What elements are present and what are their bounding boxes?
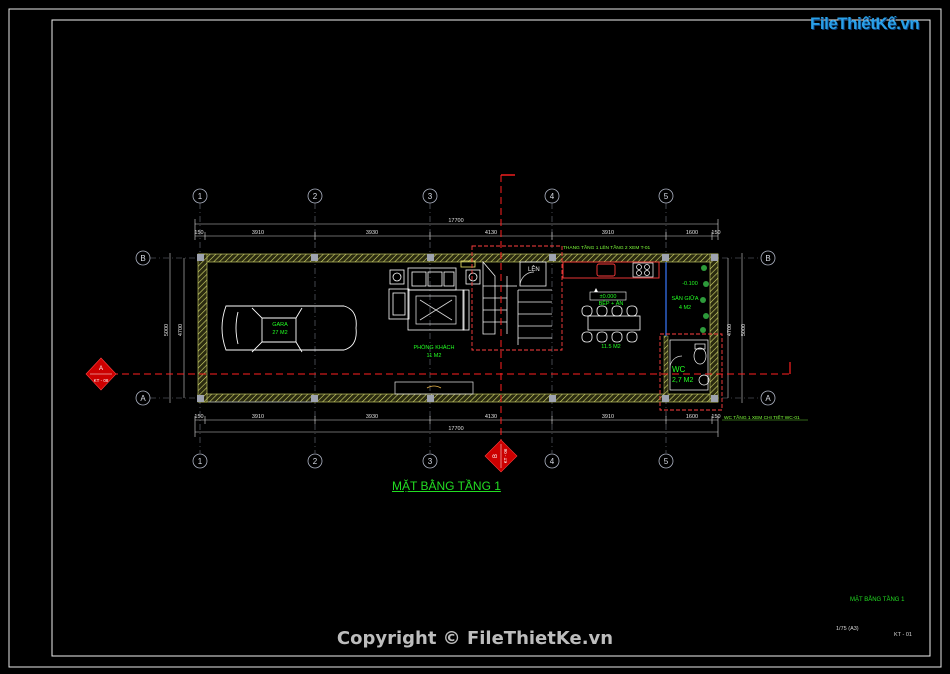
filethietke-logo: FileThiếtKế.vn bbox=[810, 12, 920, 42]
room-dining-name: BẾP + ĂN bbox=[599, 300, 624, 307]
grid-lines bbox=[150, 203, 760, 453]
kitchen-counter bbox=[562, 261, 660, 279]
grid-label-5-top: 5 bbox=[664, 192, 669, 201]
dining-table bbox=[581, 305, 641, 343]
car-icon bbox=[221, 305, 357, 353]
tv-cabinet bbox=[460, 260, 476, 268]
grid-label-3-top: 3 bbox=[428, 192, 433, 201]
level-marker-icon bbox=[594, 288, 598, 292]
dim-top-0: 150 bbox=[194, 230, 203, 236]
grid-label-2-bottom: 2 bbox=[313, 457, 318, 466]
grid-label-b-right: B bbox=[765, 254, 770, 263]
dim-top-1: 3910 bbox=[252, 230, 264, 236]
dim-left-outer: 5000 bbox=[164, 324, 170, 336]
level-tag bbox=[589, 291, 627, 301]
room-dining-area: 11.5 M2 bbox=[601, 344, 620, 350]
ornament-icon bbox=[426, 385, 442, 389]
dim-bottom-3: 4130 bbox=[485, 414, 497, 420]
grid-bubbles bbox=[135, 188, 776, 469]
titleblock-sheet: KT - 01 bbox=[894, 632, 912, 638]
logo-text: FileThiếtKế.vn bbox=[810, 14, 920, 33]
grid-label-3-bottom: 3 bbox=[428, 457, 433, 466]
grid-label-4-bottom: 4 bbox=[550, 457, 555, 466]
dim-top-4: 3910 bbox=[602, 230, 614, 236]
dim-top-6: 150 bbox=[711, 230, 720, 236]
section-a-letter: A bbox=[99, 366, 103, 372]
dim-left-inner: 4700 bbox=[178, 324, 184, 336]
grid-label-4-top: 4 bbox=[550, 192, 555, 201]
copyright-watermark: Copyright © FileThietKe.vn bbox=[336, 628, 614, 649]
grid-label-2-top: 2 bbox=[313, 192, 318, 201]
dim-top-3: 4130 bbox=[485, 230, 497, 236]
grid-label-a-left: A bbox=[140, 394, 146, 403]
sofa-set bbox=[388, 267, 481, 331]
wc-detail-box bbox=[659, 333, 723, 411]
level-lightwell: -0.100 bbox=[682, 281, 698, 287]
dim-overall-top: 17700 bbox=[448, 218, 463, 224]
dim-bottom-1: 3910 bbox=[252, 414, 264, 420]
room-living-area: 11 M2 bbox=[427, 353, 442, 359]
cooktop-icon bbox=[632, 262, 654, 278]
room-lightwell-area: 4 M2 bbox=[679, 305, 691, 311]
note-stair: THANG TẦNG 1 LÊN TẦNG 2 XEM T-01 bbox=[563, 243, 651, 251]
section-marker-b bbox=[484, 439, 518, 473]
room-wc-area: 2,7 M2 bbox=[672, 377, 694, 384]
dimension-lines bbox=[169, 219, 743, 437]
stair bbox=[482, 260, 552, 345]
grid-label-a-right: A bbox=[765, 394, 771, 403]
stair-section-box bbox=[471, 245, 563, 351]
section-b-letter: B bbox=[493, 454, 499, 458]
wc-fixtures bbox=[669, 339, 710, 391]
dim-bottom-4: 3910 bbox=[602, 414, 614, 420]
dim-bottom-6: 150 bbox=[711, 414, 720, 420]
note-wc: WC TẦNG 1 XEM CHI TIẾT WC-01 bbox=[724, 414, 800, 421]
dim-bottom-0: 150 bbox=[194, 414, 203, 420]
dim-overall-bottom: 17700 bbox=[448, 426, 463, 432]
room-wc-name: WC bbox=[672, 365, 686, 374]
outer-frame bbox=[8, 8, 942, 668]
room-living-name: PHÒNG KHÁCH bbox=[414, 344, 455, 351]
grid-label-1-bottom: 1 bbox=[198, 457, 203, 466]
section-marker-a bbox=[85, 357, 117, 391]
walls bbox=[197, 253, 719, 403]
grid-label-5-bottom: 5 bbox=[664, 457, 669, 466]
inner-frame bbox=[51, 19, 931, 657]
cabinet-front bbox=[394, 381, 474, 395]
dim-top-5: 1600 bbox=[686, 230, 698, 236]
grid-label-1-top: 1 bbox=[198, 192, 203, 201]
grid-label-b-left: B bbox=[140, 254, 145, 263]
level-main: ±0.000 bbox=[600, 294, 617, 300]
room-lightwell-name: SÂN GIỮA bbox=[671, 295, 698, 302]
room-garage-name: GARA bbox=[272, 322, 288, 328]
section-lines bbox=[100, 175, 790, 450]
drawing-title: MẶT BẰNG TẦNG 1 bbox=[392, 479, 501, 493]
dim-right-inner: 4700 bbox=[727, 324, 733, 336]
stair-label: LÊN bbox=[528, 265, 540, 273]
plants bbox=[700, 265, 709, 333]
titleblock-name: MẶT BẰNG TẦNG 1 bbox=[850, 595, 905, 603]
dim-bottom-5: 1600 bbox=[686, 414, 698, 420]
titleblock-scale: 1/75 (A3) bbox=[836, 626, 859, 632]
room-garage-area: 27 M2 bbox=[272, 330, 287, 336]
section-b-ref: KT - 06 bbox=[503, 448, 508, 463]
dim-bottom-2: 3930 bbox=[366, 414, 378, 420]
dim-right-outer: 5000 bbox=[741, 324, 747, 336]
section-a-ref: KT - 08 bbox=[94, 378, 109, 383]
dim-top-2: 3930 bbox=[366, 230, 378, 236]
